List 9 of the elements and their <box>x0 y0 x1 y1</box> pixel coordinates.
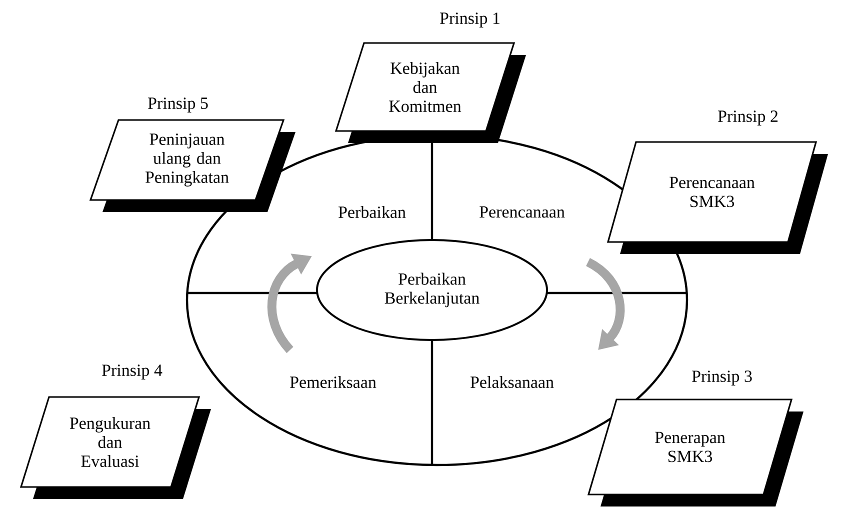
principle-label: Prinsip 2 <box>718 110 778 126</box>
principle-label: Prinsip 3 <box>692 370 752 386</box>
principle-label: Prinsip 4 <box>102 364 162 380</box>
quadrant-label: Perencanaan <box>477 204 567 220</box>
quadrant-label: Pemeriksaan <box>288 374 378 390</box>
quadrant-label: Pelaksanaan <box>468 374 556 390</box>
quadrant-label: Perbaikan <box>336 204 408 220</box>
principle-label: Prinsip 1 <box>440 12 500 28</box>
principle-label: Prinsip 5 <box>148 98 208 112</box>
